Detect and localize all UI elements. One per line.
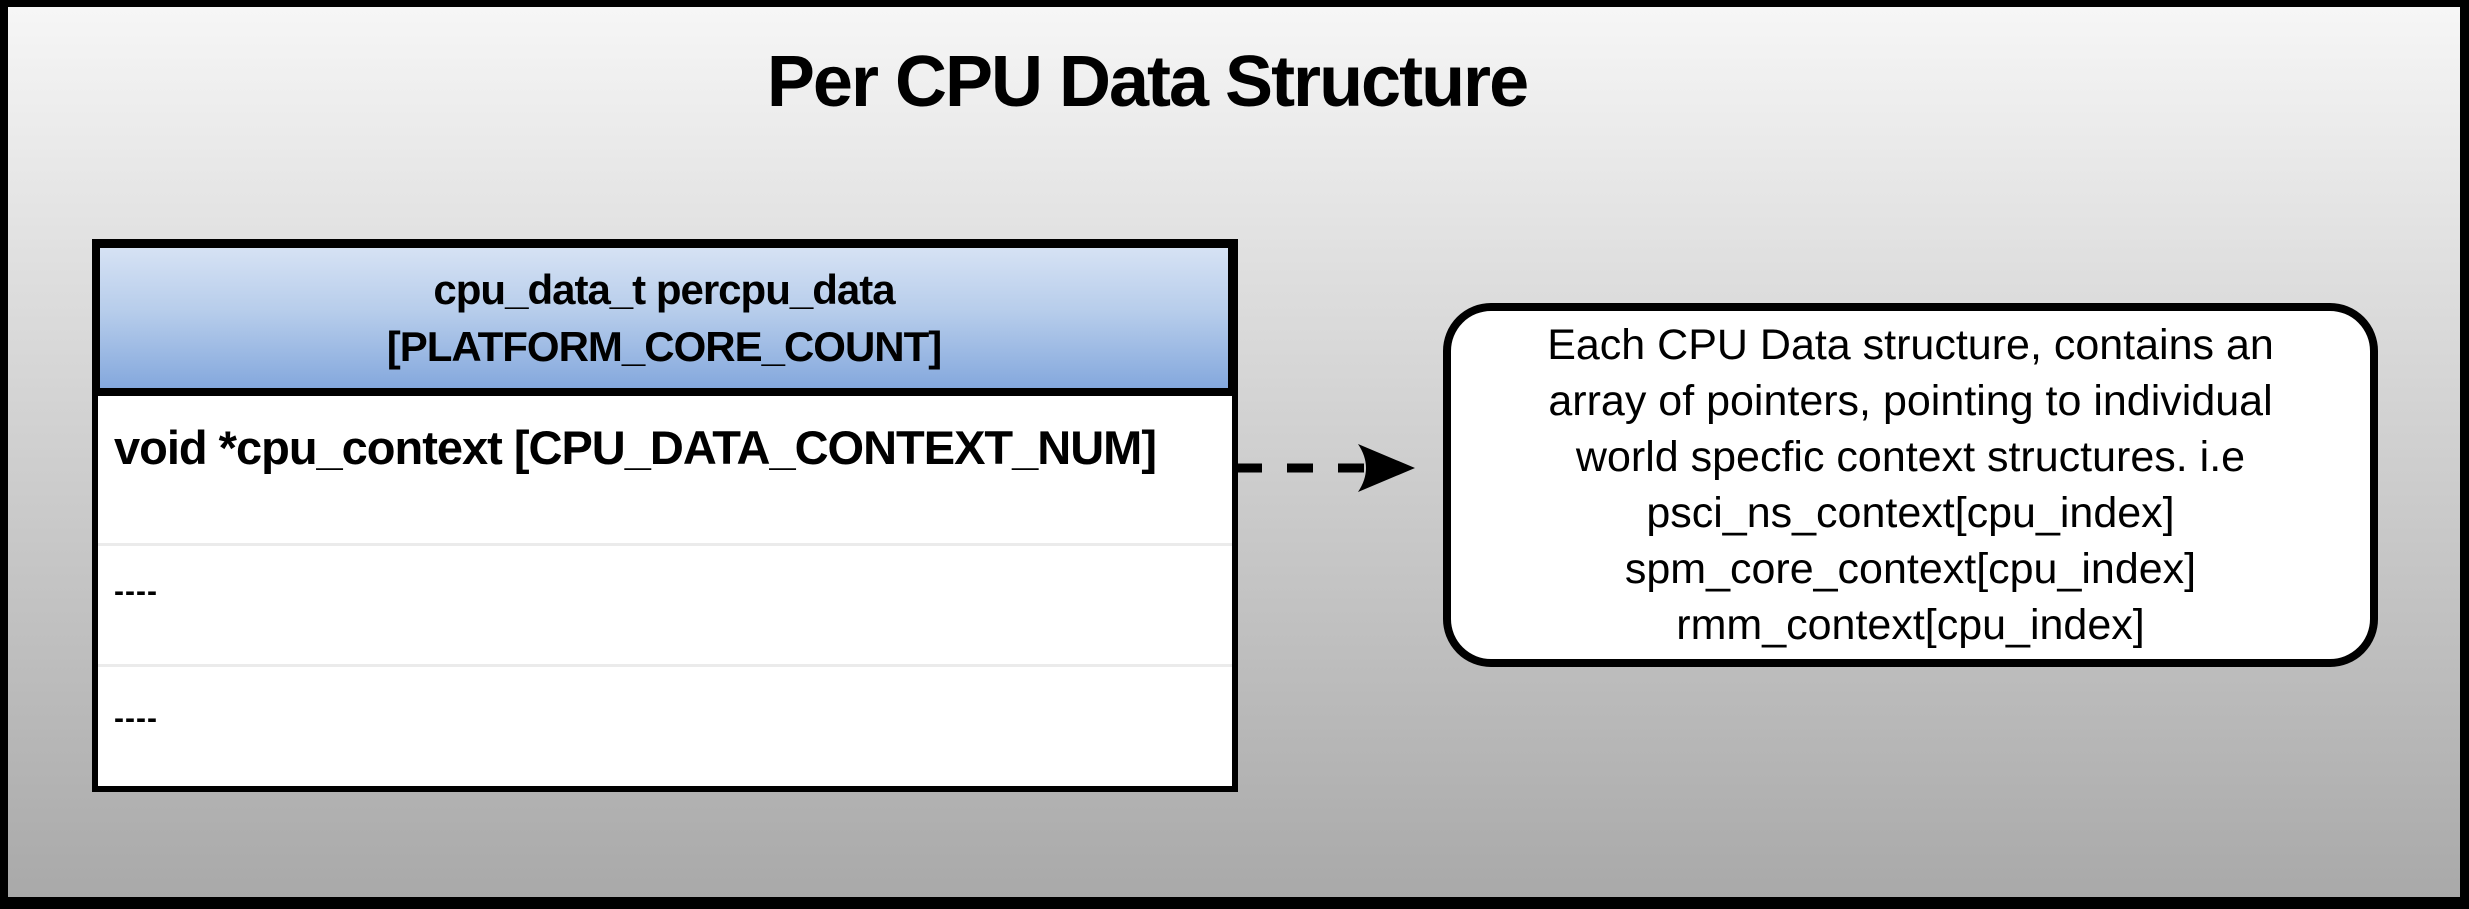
table-row-placeholder-2: ---- [98, 664, 1232, 780]
dashed-arrow-connector [1236, 444, 1415, 492]
table-body: void *cpu_context [CPU_DATA_CONTEXT_NUM]… [92, 396, 1238, 792]
table-header-line-1: cpu_data_t percpu_data [433, 266, 895, 313]
table-row-placeholder-1: ---- [98, 543, 1232, 664]
table-row-cpu-context: void *cpu_context [CPU_DATA_CONTEXT_NUM] [114, 421, 1157, 474]
callout-line-6: rmm_context[cpu_index] [1676, 601, 2145, 649]
table-header: cpu_data_t percpu_data [PLATFORM_CORE_CO… [92, 239, 1238, 396]
callout-line-1: Each CPU Data structure, contains an [1547, 321, 2274, 369]
callout-line-3: world specfic context structures. i.e [1575, 433, 2246, 481]
annotation-callout: Each CPU Data structure, contains an arr… [1443, 303, 2378, 667]
arrow-head [1358, 444, 1415, 492]
callout-line-4: psci_ns_context[cpu_index] [1646, 489, 2175, 537]
callout-line-5: spm_core_context[cpu_index] [1624, 545, 2197, 593]
table-header-fill: cpu_data_t percpu_data [PLATFORM_CORE_CO… [100, 248, 1228, 388]
table-header-line-2: [PLATFORM_CORE_COUNT] [386, 323, 943, 370]
callout-line-2: array of pointers, pointing to individua… [1548, 377, 2273, 425]
page-title: Per CPU Data Structure [766, 42, 1529, 122]
